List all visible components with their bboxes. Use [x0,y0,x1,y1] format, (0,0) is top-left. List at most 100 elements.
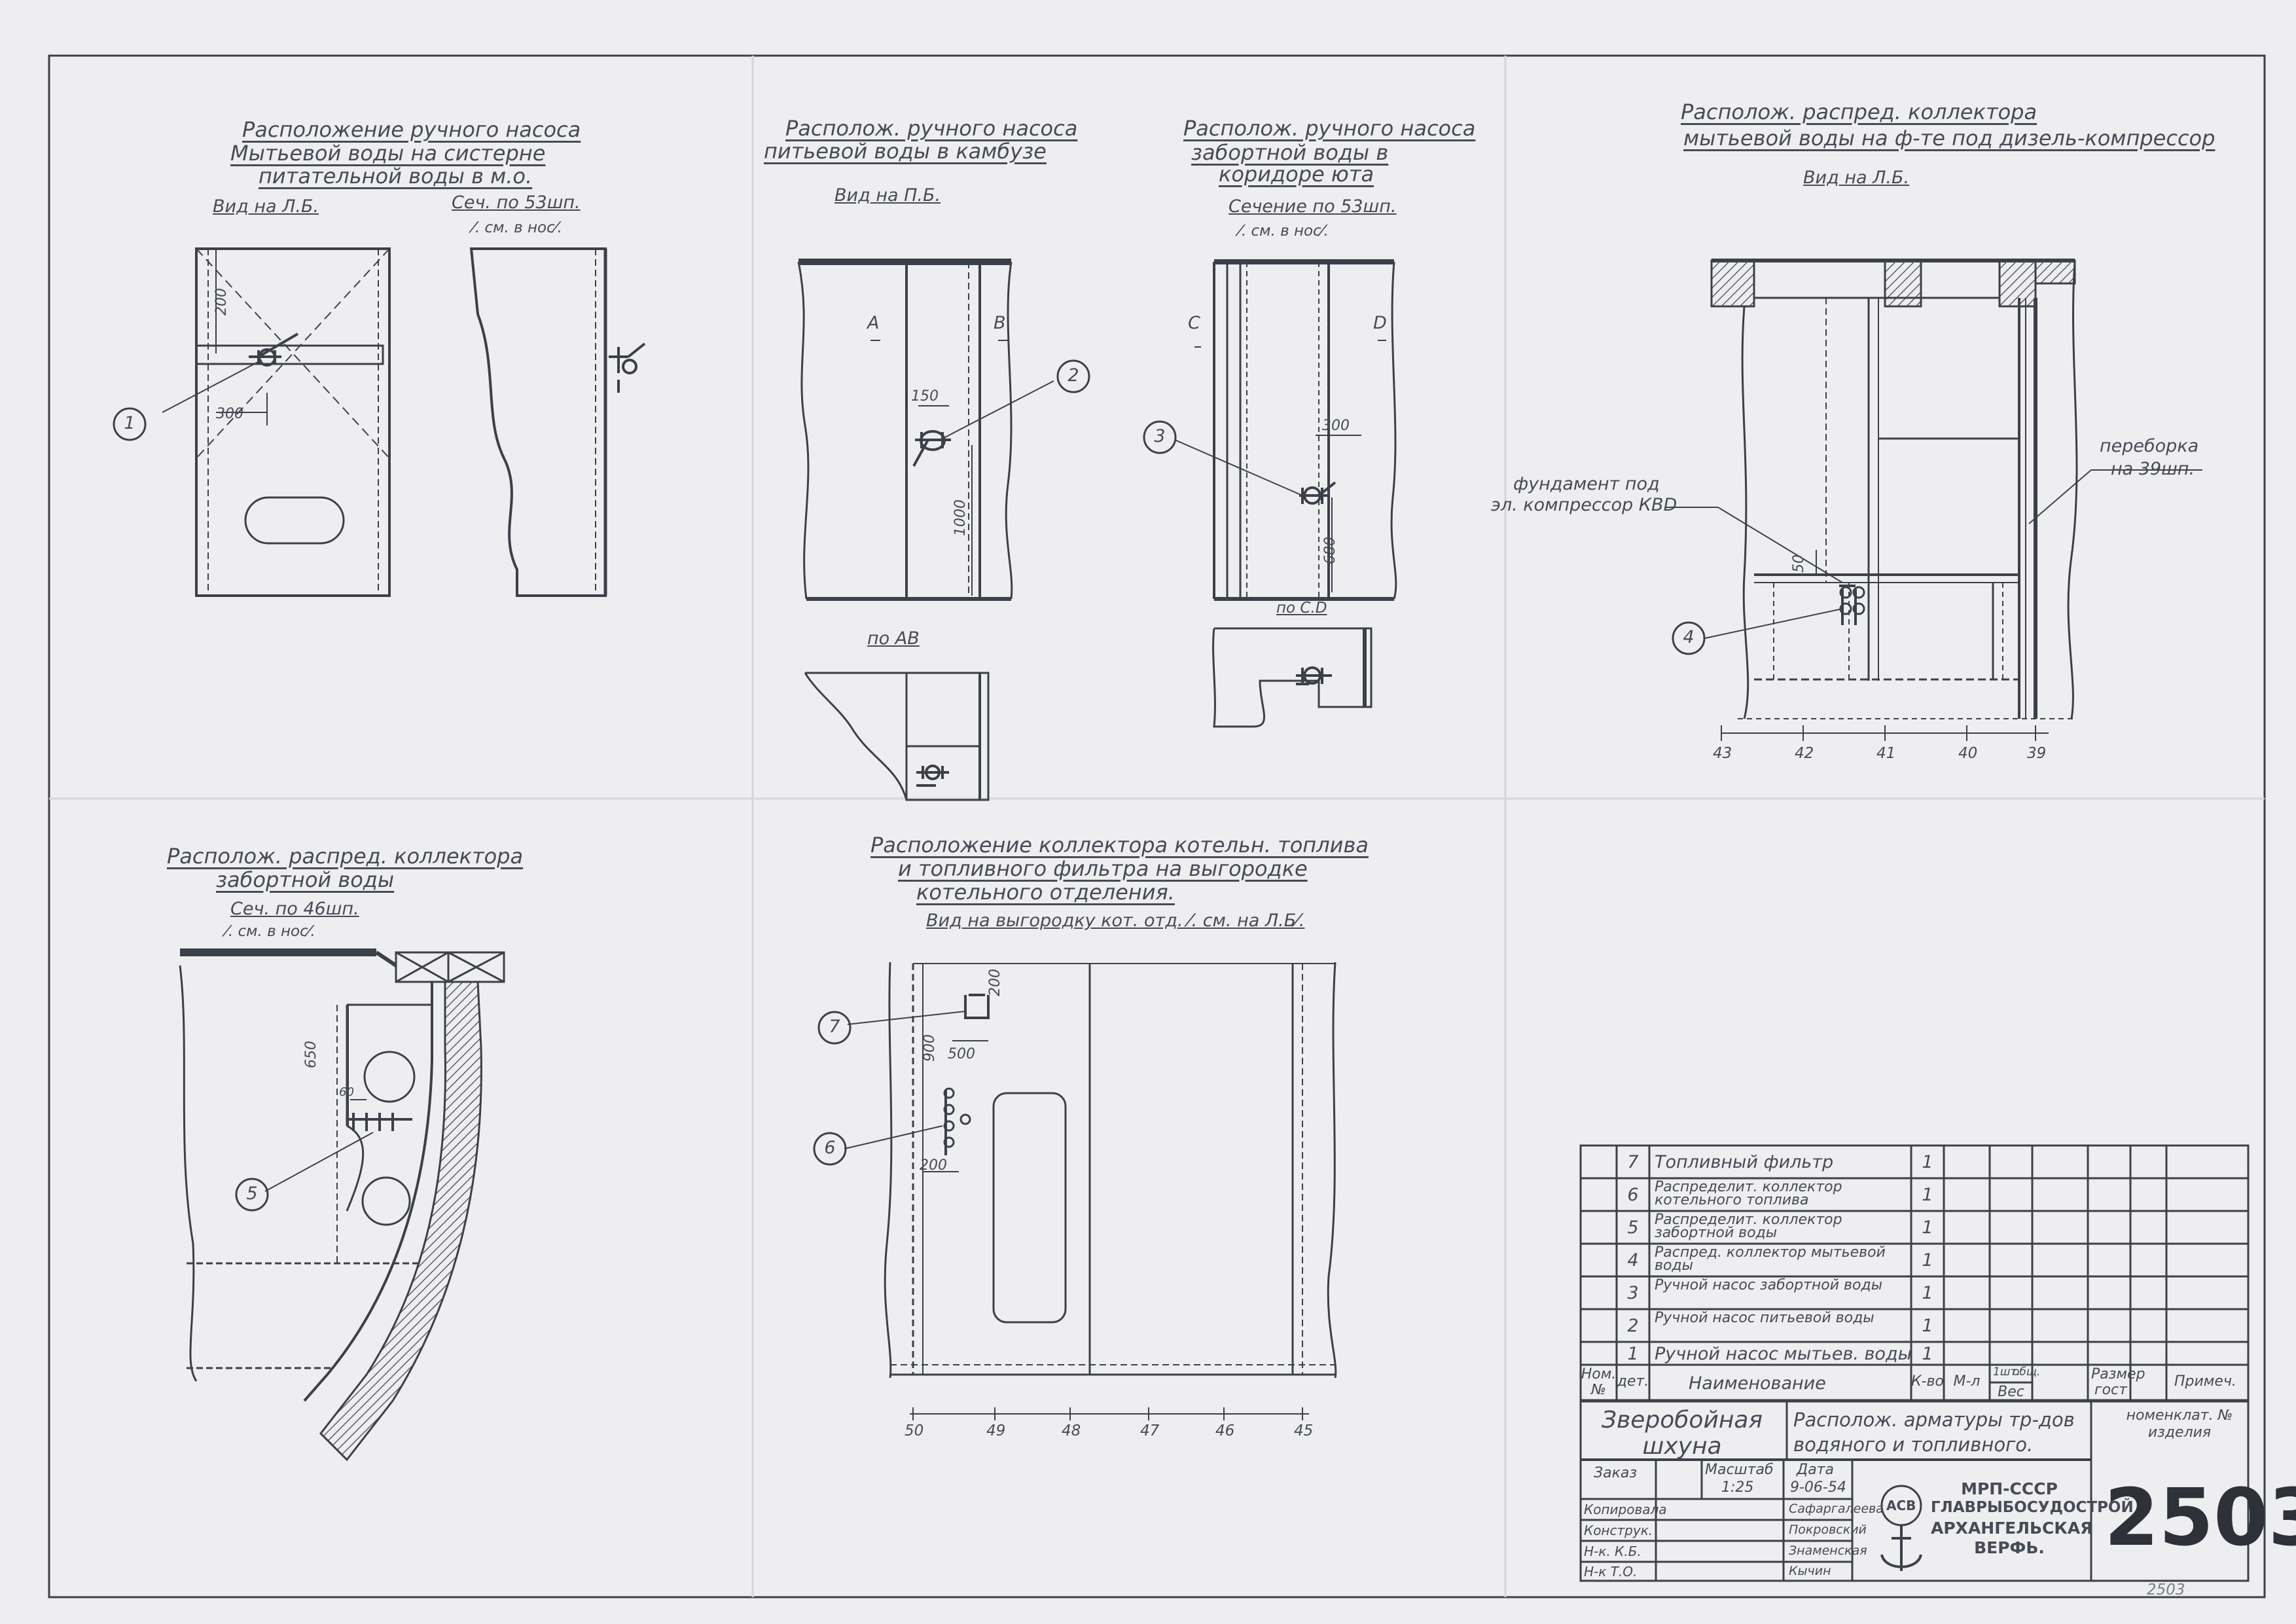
name-copied: Сафаргалеева [1789,1502,1884,1516]
view5-title-line2: забортной воды [216,867,395,892]
scale-label: Масштаб [1705,1462,1774,1478]
view5-dim-60: 60 [339,1085,354,1099]
role-head-kb: Н-к. К.Б. [1584,1543,1641,1559]
view2-dim-1000: 1000 [952,499,969,536]
view6-frame-50: 50 [905,1422,924,1439]
view4-title-line2: мытьевой воды на ф-те под дизель-компрес… [1683,126,2215,151]
view6-title-line2: и топливного фильтра на выгородке [898,856,1308,881]
org-line2: ГЛАВРЫБОСУДОСТРОЙ [1931,1499,2134,1516]
view4-frame-43: 43 [1713,745,1732,762]
view4-frame-39: 39 [2027,745,2047,762]
view4-note-right-line1: переборка [2100,436,2199,456]
view5-title-line1: Располож. распред. коллектора [167,844,524,869]
view1-section-title: Сеч. по 53шп. [452,192,581,213]
header-size: Размер гост [2091,1366,2145,1398]
asv-logo [1880,1485,1922,1571]
callout-3: 3 [1154,426,1166,446]
view4-view-label: Вид на Л.Б. [1803,168,1910,188]
view6-dim-200-bottom: 200 [920,1157,947,1174]
view3-section-note: ⁄. см. в нос⁄. [1239,223,1329,240]
view4-title-line1: Располож. распред. коллектора [1681,99,2037,124]
org-line4: ВЕРФЬ. [1974,1538,2045,1557]
view2-title-line2: питьевой воды в камбузе [764,139,1047,164]
name-head-kb: Знаменская [1789,1543,1867,1558]
view6-title-line3: котельного отделения. [916,880,1175,905]
title-block-lines [1579,1144,2250,1582]
view6-dim-200-top: 200 [987,969,1003,996]
vessel-name: Зверобойная шхуна [1601,1407,1763,1460]
callout-1: 1 [124,413,135,433]
view5-dim-650: 650 [303,1041,319,1068]
view3-mark-d: D [1373,313,1387,333]
view-2-hand-pump-galley [797,259,1090,801]
header-det: дет. [1617,1373,1649,1390]
view4-frame-40: 40 [1958,745,1978,762]
header-qty: К-во [1911,1373,1944,1390]
view6-dim-500: 500 [948,1046,975,1062]
scale-value: 1:25 [1721,1479,1754,1496]
role-designer: Конструк. [1584,1523,1653,1538]
view2-section-label: по АВ [867,628,920,649]
view5-section-title: Сеч. по 46шп. [230,899,359,919]
view4-note-left-line1: фундамент под [1513,474,1660,494]
view1-title-line2: Мытьевой воды на систерне [230,141,546,166]
view3-dim-680: 680 [1322,537,1338,564]
view6-frame-47: 47 [1140,1422,1160,1439]
role-head-to: Н-к Т.О. [1584,1564,1638,1579]
view-4-distributing-manifold-wash-water [1666,259,2202,741]
view6-frame-49: 49 [986,1422,1006,1439]
view1-dim-300: 300 [216,406,243,422]
callout-7: 7 [829,1017,840,1037]
handwritten-number: 2503 [2147,1581,2185,1598]
view-5-distributing-manifold-sea-water [179,948,505,1462]
view6-title-line1: Расположение коллектора котельн. топлива [870,833,1369,857]
view2-title-line1: Располож. ручного насоса [785,116,1078,141]
date-value: 9-06-54 [1790,1479,1846,1496]
header-name: Наименование [1689,1373,1826,1394]
callout-6: 6 [824,1138,836,1158]
view4-note-left-line2: эл. компрессор КВD [1491,495,1677,515]
callout-2: 2 [1067,365,1079,386]
view-1-hand-pump-drinking-water [113,247,646,597]
view1-title-line3: питательной воды в м.о. [259,164,533,189]
order-label: Заказ [1594,1465,1638,1481]
view4-dim-50: 50 [1791,554,1807,573]
drawing-number: 2503 [2104,1473,2296,1564]
view3-dim-300: 300 [1322,418,1350,434]
view3-mark-c: С [1188,313,1200,333]
header-nom: Ном. № [1581,1366,1617,1398]
date-label: Дата [1797,1462,1834,1478]
view-3-hand-pump-sea-water [1143,259,1397,728]
view2-dim-150: 150 [911,388,939,405]
view6-dim-900: 900 [922,1034,938,1062]
header-material: М-л [1953,1373,1981,1390]
view6-frame-46: 46 [1215,1422,1235,1439]
view-6-fuel-manifold-and-filter [813,962,1337,1420]
name-designer: Покровский [1789,1523,1867,1537]
view3-title-line1: Располож. ручного насоса [1183,116,1476,141]
view1-section-note: ⁄. см. в нос⁄. [473,219,562,236]
callout-5: 5 [246,1183,258,1204]
view3-title-line2: забортной воды в [1191,140,1389,165]
header-weight-one: 1шт. [1993,1365,2020,1379]
header-weight: Вес [1998,1384,2024,1400]
view3-section-title: Сечение по 53шп. [1229,196,1397,217]
org-line1: МРП-СССР [1961,1479,2058,1498]
drawing-title: Располож. арматуры тр-дов водяного и топ… [1793,1409,2075,1456]
callout-4: 4 [1683,627,1695,647]
view1-dim-200: 200 [213,288,230,316]
view2-mark-a: А [867,313,880,333]
view1-view-label: Вид на Л.Б. [213,196,319,217]
view2-view-label: Вид на П.Б. [834,185,941,206]
logo-text: АСВ [1886,1498,1916,1513]
role-copied: Копировала [1584,1502,1667,1517]
view1-title-line1: Расположение ручного насоса [242,117,581,142]
view3-section-label: по С.D [1276,600,1327,617]
org-line3: АРХАНГЕЛЬСКАЯ [1931,1519,2093,1538]
view6-frame-45: 45 [1294,1422,1314,1439]
sheet-frame [48,54,2266,1598]
view4-note-right-line2: на 39шп. [2111,459,2195,479]
view4-frame-41: 41 [1876,745,1896,762]
view2-mark-b: В [994,313,1006,333]
